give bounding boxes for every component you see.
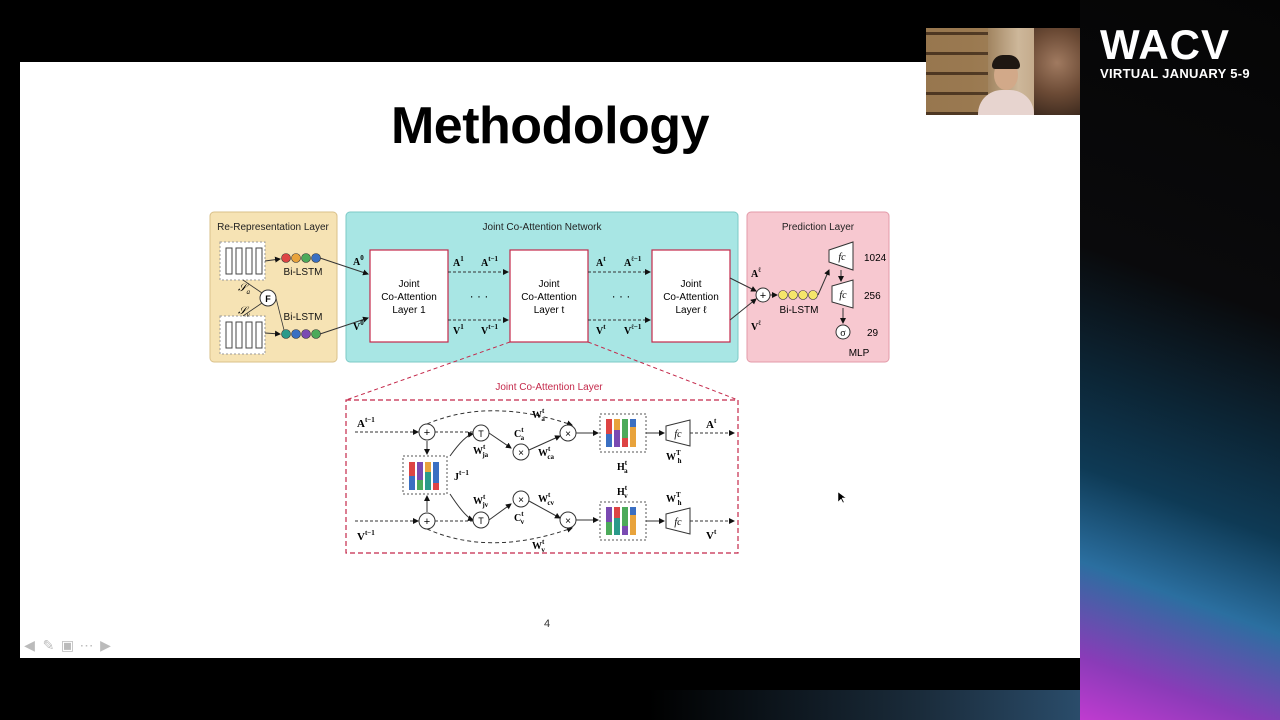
- re-representation-panel: Re-Representation Layer Bi-LSTM: [209, 211, 338, 363]
- svg-text:V0: V0: [353, 319, 364, 333]
- svg-text:29: 29: [867, 328, 879, 339]
- mouse-cursor-icon: [838, 492, 846, 504]
- svg-text:Vℓ−1: Vℓ−1: [624, 323, 642, 337]
- re-rep-title: Re-Representation Layer: [217, 222, 329, 233]
- svg-text:T: T: [478, 516, 484, 526]
- svg-text:· · ·: · · ·: [612, 289, 631, 303]
- svg-text:fc: fc: [838, 252, 846, 263]
- brand-subtitle: VIRTUAL JANUARY 5-9: [1100, 66, 1250, 81]
- svg-text:Joint: Joint: [398, 279, 419, 290]
- svg-text:Co-Attention: Co-Attention: [521, 292, 577, 303]
- prediction-title: Prediction Layer: [782, 222, 855, 233]
- next-arrow-icon[interactable]: ▶: [100, 637, 111, 653]
- bilstm-top-label: Bi-LSTM: [284, 267, 323, 278]
- svg-text:Vt−1: Vt−1: [357, 529, 375, 543]
- brand-name: WACV: [1100, 21, 1230, 68]
- background-gradient: [1080, 0, 1280, 720]
- joint-network-panel: Joint Co-Attention Network Joint Co-Atte…: [319, 211, 739, 363]
- svg-text:At−1: At−1: [481, 255, 499, 269]
- slides-icon[interactable]: ▣: [60, 637, 75, 653]
- svg-text:Bi-LSTM: Bi-LSTM: [780, 305, 819, 316]
- bilstm-bottom-label: Bi-LSTM: [284, 312, 323, 323]
- prediction-panel: Prediction Layer Aℓ Vℓ + Bi-LSTM fc 1024…: [729, 211, 890, 363]
- svg-text:V1: V1: [453, 323, 464, 337]
- co-attention-detail-panel: Joint Co-Attention Layer At−1 Vt−1 + + J…: [345, 382, 739, 554]
- detail-title: Joint Co-Attention Layer: [495, 382, 603, 393]
- fusion-f: F: [265, 294, 271, 304]
- svg-text:fc: fc: [839, 290, 847, 301]
- svg-text:WTh: WTh: [666, 449, 682, 465]
- svg-text:A0: A0: [353, 254, 364, 268]
- svg-text:σ: σ: [840, 328, 846, 339]
- speaker-webcam: [926, 28, 1080, 115]
- svg-text:×: ×: [565, 429, 571, 440]
- presentation-slide: Methodology Re-Representation Layer: [20, 62, 1080, 658]
- svg-text:Aℓ−1: Aℓ−1: [624, 255, 642, 269]
- svg-text:Hta: Hta: [617, 459, 628, 475]
- svg-text:Vt−1: Vt−1: [481, 323, 499, 337]
- prev-arrow-icon[interactable]: ◀: [24, 637, 35, 653]
- slide-title: Methodology: [390, 97, 710, 155]
- pen-icon[interactable]: ✎: [42, 637, 55, 653]
- joint-title: Joint Co-Attention Network: [483, 222, 603, 233]
- svg-text:Joint: Joint: [538, 279, 559, 290]
- svg-text:Joint: Joint: [680, 279, 701, 290]
- svg-text:At−1: At−1: [357, 416, 375, 430]
- slide-nav-toolbar: ◀ ✎ ▣ ⋯ ▶: [22, 638, 113, 653]
- bilstm-bottom-nodes: [281, 329, 321, 339]
- svg-text:fc: fc: [674, 517, 682, 528]
- svg-text:WTh: WTh: [666, 491, 682, 507]
- svg-text:Co-Attention: Co-Attention: [381, 292, 437, 303]
- svg-text:256: 256: [864, 291, 881, 302]
- svg-text:Htv: Htv: [617, 484, 628, 500]
- wacv-brand: WACV VIRTUAL JANUARY 5-9: [1100, 21, 1262, 82]
- svg-text:Layer 1: Layer 1: [392, 305, 426, 316]
- svg-text:×: ×: [565, 516, 571, 527]
- svg-text:Jt−1: Jt−1: [454, 469, 469, 483]
- svg-text:MLP: MLP: [849, 348, 870, 359]
- svg-text:×: ×: [518, 448, 524, 459]
- svg-text:Aℓ: Aℓ: [751, 266, 761, 280]
- svg-text:Wtv: Wtv: [532, 538, 545, 554]
- svg-text:×: ×: [518, 495, 524, 506]
- svg-text:Cta: Cta: [514, 426, 525, 442]
- svg-text:Ctv: Ctv: [514, 510, 525, 526]
- svg-text:+: +: [424, 516, 430, 528]
- bottom-glow: [0, 690, 1080, 720]
- svg-text:A1: A1: [453, 255, 464, 269]
- prediction-bilstm-nodes: [778, 290, 818, 300]
- svg-text:Layer t: Layer t: [534, 305, 565, 316]
- svg-text:Wta: Wta: [532, 407, 545, 423]
- svg-text:+: +: [760, 290, 766, 302]
- svg-text:T: T: [478, 429, 484, 439]
- svg-text:Vt: Vt: [596, 323, 606, 337]
- svg-text:1024: 1024: [864, 253, 887, 264]
- more-icon[interactable]: ⋯: [79, 637, 94, 653]
- svg-text:Layer ℓ: Layer ℓ: [675, 305, 707, 316]
- page-number: 4: [544, 618, 551, 630]
- svg-text:Vℓ: Vℓ: [751, 319, 761, 333]
- svg-text:+: +: [424, 427, 430, 439]
- svg-text:fc: fc: [674, 429, 682, 440]
- svg-text:Vt: Vt: [706, 528, 717, 542]
- svg-text:· · ·: · · ·: [470, 289, 489, 303]
- svg-text:At: At: [706, 417, 717, 431]
- svg-text:At: At: [596, 255, 606, 269]
- svg-text:Co-Attention: Co-Attention: [663, 292, 719, 303]
- methodology-figure: Re-Representation Layer Bi-LSTM: [209, 211, 890, 554]
